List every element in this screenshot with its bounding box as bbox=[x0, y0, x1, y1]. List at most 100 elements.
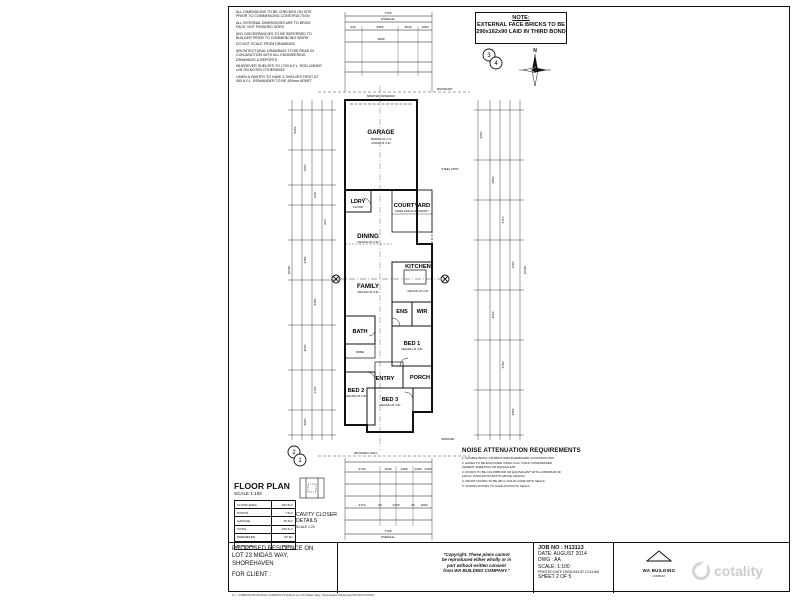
dim-text: 2700 bbox=[393, 503, 400, 507]
noise-list: 1. DOUBLE BRICK OR BRICK/WEATHERBOARD CO… bbox=[462, 456, 562, 488]
copyright-line: from WA BUILDING COMPANY." bbox=[443, 567, 510, 573]
door-swing bbox=[362, 197, 372, 207]
marker-label: 2 bbox=[292, 450, 296, 456]
room-sub: CEILING AT 2.9c bbox=[407, 289, 429, 293]
general-note: ALL INTERNAL DIMENSIONS ARE TO BRICK FAC… bbox=[236, 20, 311, 30]
noise-requirements: NOISE ATTENUATION REQUIREMENTS 1. DOUBLE… bbox=[462, 447, 581, 489]
robe-walls bbox=[344, 343, 376, 359]
cavity-line: DETAILS bbox=[296, 518, 318, 524]
area-value: 152.6m² bbox=[270, 499, 297, 510]
room-label-garage: GARAGE bbox=[367, 129, 394, 136]
dim-text: 240 bbox=[350, 25, 355, 29]
laundry-walls bbox=[344, 189, 372, 213]
marker-label: 3 bbox=[487, 53, 491, 59]
room-sub: CEILING AT 2.9c bbox=[357, 240, 379, 244]
client-line: FOR CLIENT : bbox=[232, 572, 271, 579]
noise-item: 1. DOUBLE BRICK OR BRICK/WEATHERBOARD CO… bbox=[462, 456, 555, 460]
floor-plan-title: FLOOR PLAN bbox=[234, 481, 290, 491]
door-swing bbox=[399, 357, 409, 367]
sprayed-label: SPRAYED bbox=[441, 437, 454, 441]
door-swing bbox=[404, 391, 414, 401]
room-label-ens: ENS bbox=[396, 309, 408, 315]
watermark: cotality bbox=[692, 552, 792, 590]
noise-item: 3. ROOFS TO BE COLORBOND OR EQUIVALENT W… bbox=[462, 470, 562, 478]
room-sub: CEILING AT 2.8c bbox=[345, 394, 367, 398]
dim-text: 1200 bbox=[303, 164, 307, 171]
boundary-label: BOUNDARY bbox=[437, 87, 453, 91]
dim-text: 90 bbox=[378, 503, 382, 507]
room-label-porch: PORCH bbox=[410, 375, 430, 381]
note-heading: NOTE: bbox=[512, 15, 530, 21]
door-swing bbox=[391, 317, 401, 327]
dim-text: OVERALL bbox=[381, 535, 396, 539]
project-cell: PROPOSED RESIDENCE ON LOT 23 MIDAS WAY, … bbox=[228, 543, 338, 593]
job-scale: SCALE: 1:100 bbox=[538, 563, 570, 570]
dim-text: 1600 bbox=[421, 503, 428, 507]
dim-text: 1400 bbox=[415, 467, 422, 471]
brick-note: NOTE: EXTERNAL FACE BRICKS TO BE 290x162… bbox=[475, 12, 567, 44]
dim-text: 3350 bbox=[313, 298, 317, 305]
company-logo-icon bbox=[645, 550, 673, 562]
room-sub: GOING AT 2.4c bbox=[371, 141, 391, 145]
courtyard-outline bbox=[391, 189, 433, 233]
dim-text: 1400 bbox=[425, 467, 432, 471]
dim-text: OVERALL bbox=[381, 17, 396, 21]
noise-item: 5. SLIDING DOORS TO HAVE ACOUSTIC SEALS bbox=[462, 484, 530, 488]
watermark-logo-icon bbox=[692, 562, 710, 580]
room-label-wir: WIR bbox=[417, 309, 428, 315]
room-sub: CEILING AT 2.9c bbox=[357, 290, 379, 294]
north-arrow-icon bbox=[519, 54, 551, 87]
section-marker-left bbox=[331, 274, 341, 284]
dim-text: 2710 bbox=[359, 503, 366, 507]
garage-walls bbox=[344, 99, 418, 191]
general-note: ANY DISCREPANCIES TO BE REFERRED TO BUIL… bbox=[236, 31, 312, 41]
cavity-closer-label: CAVITY CLOSER DETAILS SCALE 1:20 bbox=[296, 512, 337, 530]
area-value: 195.4m² bbox=[270, 524, 297, 534]
job-dwg: DWG : AA bbox=[538, 557, 561, 564]
dim-text: 3600 bbox=[303, 418, 307, 425]
dim-text: 3040 bbox=[405, 25, 412, 29]
company-cell: WA BUILDING COMPANY bbox=[614, 543, 704, 593]
retaining-wall-label: RETAINING WALL bbox=[354, 451, 378, 455]
dim-text: 22400 bbox=[287, 265, 291, 274]
copyright-cell: "Copyright. These plans cannot be reprod… bbox=[420, 543, 534, 593]
noise-item: 2. EAVES TO BE ENCLOSED USING 6mm THICK … bbox=[462, 461, 552, 469]
job-sheet: SHEET 2 OF 5 bbox=[538, 574, 572, 581]
project-line: PROPOSED RESIDENCE ON bbox=[232, 546, 314, 552]
dim-text: 4800 bbox=[378, 37, 385, 41]
room-label-bath: BATH bbox=[352, 329, 367, 335]
area-label: GARAGE bbox=[234, 516, 272, 526]
noise-item: 4. FRONT DOORS TO BE 35mm SOLID CORE WIT… bbox=[462, 479, 545, 483]
area-label: PORCH bbox=[234, 508, 272, 518]
door-swing bbox=[368, 329, 376, 337]
dim-text: 6200 bbox=[479, 131, 483, 138]
job-cell: JOB NO : H13113 DATE: AUGUST 2014 DWG : … bbox=[534, 543, 614, 593]
dim-text: 1480 bbox=[401, 467, 408, 471]
area-label: PERIMETER bbox=[234, 532, 272, 542]
project-line: LOT 23 MIDAS WAY, bbox=[232, 553, 289, 560]
robe-label: ROBE bbox=[356, 350, 364, 354]
dim-text: 600 bbox=[323, 219, 327, 224]
dim-text: 1600 bbox=[422, 25, 429, 29]
company-name: WA BUILDING bbox=[642, 568, 676, 573]
dim-text: 7700 bbox=[385, 11, 392, 15]
area-value: 7.5m² bbox=[270, 508, 297, 518]
cavity-line: CAVITY CLOSER bbox=[296, 512, 338, 518]
dim-text: 90 bbox=[411, 503, 415, 507]
marker-label: 1 bbox=[298, 458, 302, 464]
left-dims: 6200 1200 1100 600 3150 3350 3000 1700 3… bbox=[287, 126, 327, 425]
dim-ticks bbox=[288, 109, 524, 436]
copyright-line: part without written consent bbox=[447, 562, 506, 568]
room-sub: CEILING AT 2.8c bbox=[401, 347, 423, 351]
room-label-courtyard: COURTYARD bbox=[394, 203, 431, 209]
dim-text: 1700 bbox=[313, 386, 317, 393]
dim-text: 1200 bbox=[511, 261, 515, 268]
dim-text: 3360 bbox=[511, 408, 515, 415]
room-label-bed1: BED 1 bbox=[404, 341, 420, 347]
area-value: 195.4m² bbox=[270, 540, 297, 551]
dim-text: 3960 bbox=[377, 25, 384, 29]
marker-label: 4 bbox=[494, 61, 498, 67]
